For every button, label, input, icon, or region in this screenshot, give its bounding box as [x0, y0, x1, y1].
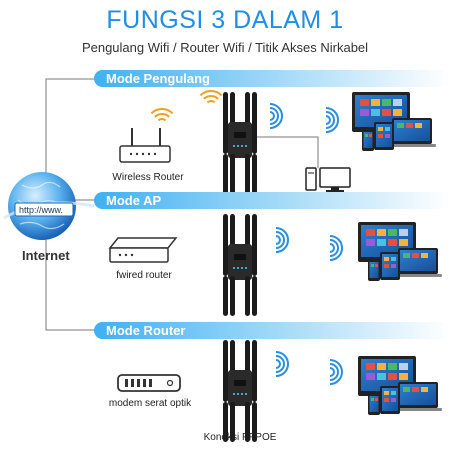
devices-group-3 — [358, 356, 442, 415]
repeater-device-1 — [223, 92, 257, 194]
connection-lines — [45, 78, 319, 331]
wifi-orange-icon — [150, 108, 174, 122]
devices-group-2 — [358, 222, 442, 281]
wireless-router-label: Wireless Router — [112, 172, 184, 183]
band-mode-ap: Mode AP — [94, 192, 450, 209]
desktop-pc-icon — [305, 167, 351, 192]
globe-icon — [3, 172, 95, 240]
wifi-blue-icon — [329, 235, 343, 261]
wired-router-icon — [108, 237, 178, 263]
wifi-blue-icon — [275, 227, 289, 253]
optical-modem-icon — [117, 374, 181, 392]
wireless-router-icon — [119, 128, 171, 163]
devices-group-1 — [352, 92, 436, 151]
page-subtitle: Pengulang Wifi / Router Wifi / Titik Aks… — [81, 40, 369, 55]
wired-router-label: fwired router — [116, 270, 172, 281]
globe-url-text: http://www. — [19, 205, 63, 215]
page-title: FUNGSI 3 DALAM 1 — [106, 6, 344, 34]
internet-label: Internet — [22, 248, 70, 263]
repeater-device-2 — [223, 214, 257, 316]
band-mode-router: Mode Router — [94, 322, 450, 339]
pppoe-label: Koneksi PPPOE — [203, 432, 277, 443]
wifi-orange-icon — [199, 90, 223, 104]
wifi-blue-icon — [325, 107, 339, 133]
repeater-device-3 — [223, 340, 257, 442]
wifi-blue-icon — [275, 351, 289, 377]
band-mode-pengulang: Mode Pengulang — [94, 70, 450, 87]
wifi-blue-icon — [269, 103, 283, 129]
optical-modem-label: modem serat optik — [108, 398, 192, 409]
wifi-blue-icon — [329, 359, 343, 385]
